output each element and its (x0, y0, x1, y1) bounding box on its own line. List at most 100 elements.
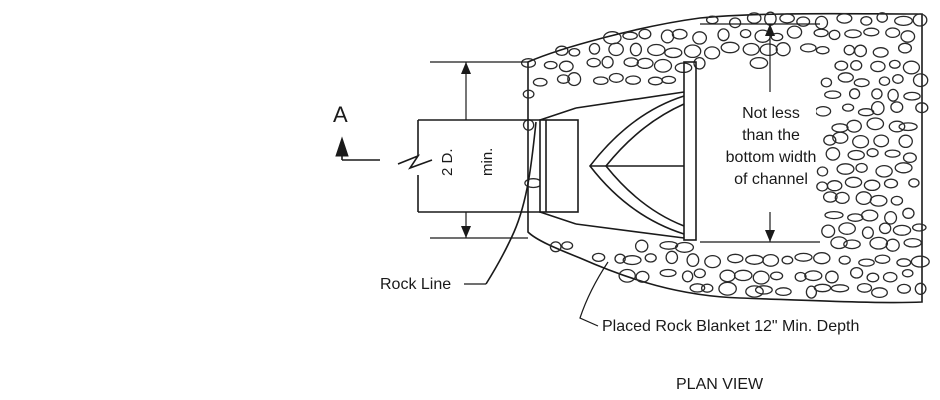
rock-stone (555, 45, 569, 57)
rock-blanket-outline (527, 12, 923, 304)
rock-stone (903, 91, 921, 101)
rock-stone (873, 134, 890, 148)
rock-stone (745, 285, 764, 298)
rock-stone (847, 213, 864, 222)
rock-stone (813, 252, 831, 265)
rock-stone (896, 258, 912, 268)
rock-stone (558, 60, 574, 73)
view-title: PLAN VIEW (676, 376, 764, 393)
rock-stone (834, 60, 849, 71)
rock-stone (822, 191, 838, 203)
rock-stone (849, 266, 864, 279)
rock-stone (794, 252, 813, 262)
rock-stone (746, 12, 762, 24)
rock-stone (644, 253, 657, 263)
rock-stone (870, 60, 886, 73)
rock-stone (813, 28, 829, 38)
rock-line-label: Rock Line (380, 276, 451, 293)
rock-stone (892, 74, 904, 84)
rock-stone (520, 58, 537, 68)
rock-stone (892, 224, 912, 236)
rock-stone (775, 287, 792, 297)
rock-stone (852, 134, 870, 149)
rock-stone (911, 223, 927, 232)
rock-stone (836, 13, 853, 24)
rock-stone (717, 28, 730, 42)
rock-stone (686, 253, 700, 268)
rock-stone (739, 28, 752, 39)
rock-stone (692, 31, 708, 45)
rock-stone (902, 60, 921, 75)
rock-stone (719, 269, 736, 283)
rock-stone (759, 43, 778, 57)
rock-stone (888, 120, 906, 133)
rock-stone (816, 166, 829, 177)
rock-stone (894, 162, 913, 174)
rock-stone (853, 44, 868, 58)
rock-stone (848, 88, 861, 100)
rock-stone (601, 55, 614, 69)
rock-stone (588, 42, 601, 55)
rock-stone (591, 252, 606, 263)
rock-stone (821, 224, 836, 238)
rock-stone (871, 88, 883, 100)
rock-stone (556, 74, 571, 84)
clear-area-apron (540, 92, 684, 238)
rock-stone (902, 152, 917, 164)
rock-stone (825, 147, 841, 161)
rock-stone (814, 15, 829, 30)
rock-stone (850, 60, 863, 71)
rock-stone (878, 76, 891, 87)
rock-line (485, 121, 537, 285)
rock-stone (855, 191, 873, 206)
rock-stone (896, 283, 912, 294)
rock-stone (814, 105, 832, 117)
rock-stone (912, 13, 928, 27)
rock-stone (704, 254, 722, 269)
rock-stone (847, 149, 865, 161)
section-marker-letter: A (333, 102, 348, 127)
rock-stone (647, 76, 664, 86)
rock-stone (586, 57, 601, 68)
rock-stone (866, 272, 880, 283)
rock-stone (647, 43, 666, 57)
rock-stone (882, 271, 898, 283)
rock-stone (749, 56, 769, 70)
rock-stone (843, 44, 856, 56)
rock-stone (869, 236, 889, 250)
rock-stone (718, 281, 737, 296)
rock-stone (608, 42, 624, 57)
rock-stone (522, 89, 535, 99)
rock-stone (853, 78, 870, 88)
rock-stone (653, 58, 673, 73)
rock-stone (885, 27, 901, 39)
rock-stone (700, 283, 714, 293)
rock-stone (754, 285, 773, 295)
rock-stone (900, 30, 916, 43)
rock-stone (681, 270, 694, 283)
pipe (397, 119, 540, 213)
rock-stone (828, 29, 841, 41)
rock-stone (858, 258, 875, 267)
rock-stone (885, 238, 900, 252)
rock-stone (634, 239, 649, 253)
rock-stone (844, 176, 863, 188)
rock-stone (902, 207, 915, 219)
rock-stone (614, 253, 626, 264)
rock-stone (837, 72, 854, 83)
rock-stone (742, 42, 760, 56)
rock-stone (623, 57, 639, 68)
rock-stone (608, 72, 624, 83)
rock-stone (834, 191, 850, 205)
rock-stone (775, 42, 791, 57)
rock-stone (823, 134, 837, 146)
rock-stone (720, 41, 740, 54)
rock-stone (820, 77, 833, 88)
rock-stone (794, 271, 807, 282)
channel-note-line-1: Not less (742, 105, 800, 122)
rock-stone (890, 195, 904, 206)
rock-stone (874, 254, 891, 264)
rock-stone (693, 268, 706, 279)
rock-stone (786, 25, 803, 39)
